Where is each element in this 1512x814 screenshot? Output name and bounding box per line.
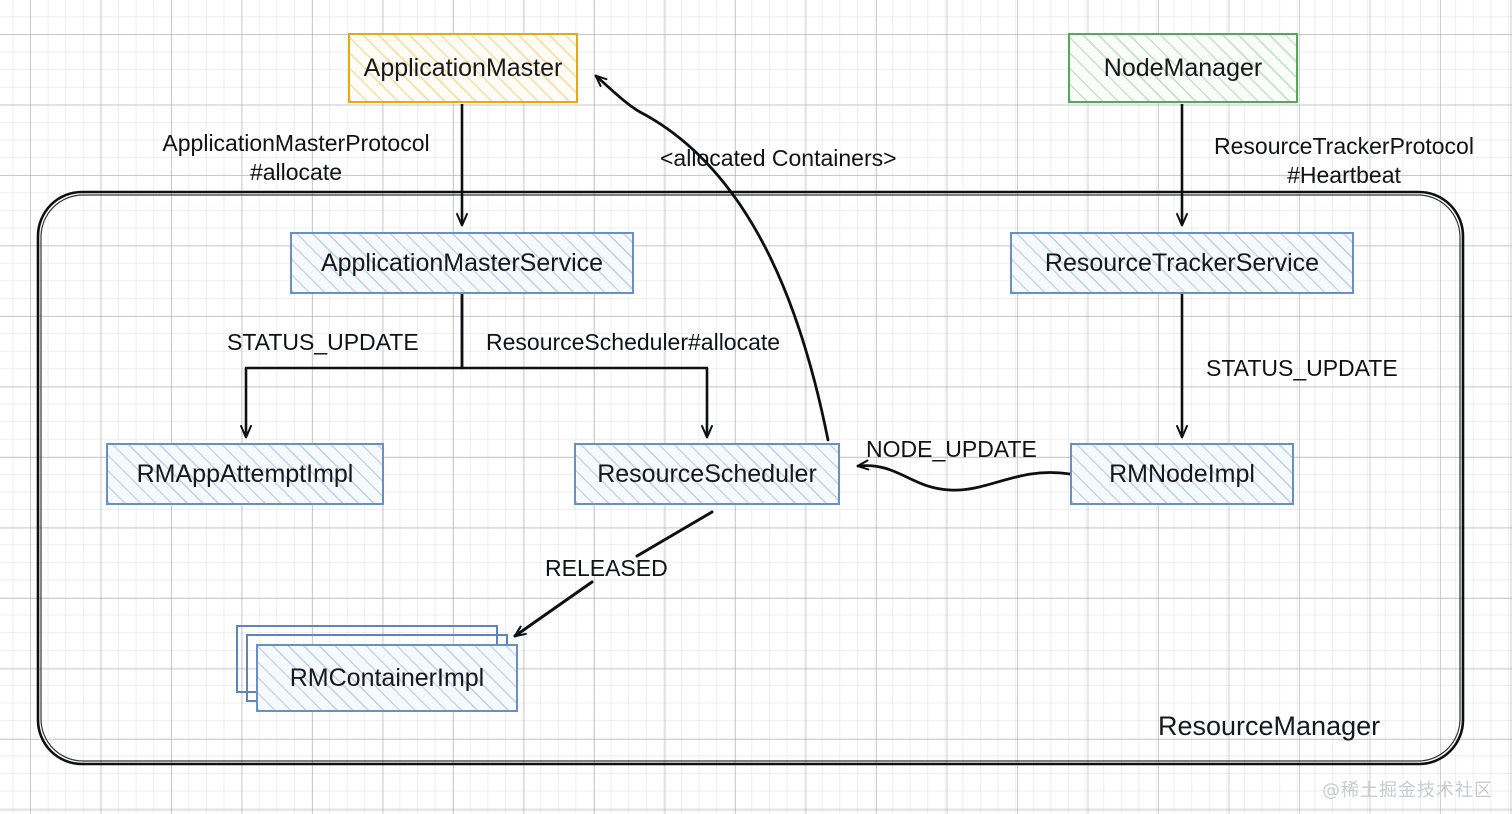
node-node-manager-label: NodeManager — [1103, 53, 1263, 82]
edge-label-rmnodeimpl-to-resourcescheduler: NODE_UPDATE — [866, 435, 1037, 464]
edge-label-rts-to-rmnodeimpl: STATUS_UPDATE — [1206, 354, 1398, 383]
node-rm-container-impl[interactable]: RMContainerImpl — [256, 644, 518, 712]
node-resource-tracker-service-label: ResourceTrackerService — [1044, 248, 1320, 277]
edge-label-am-to-ams-line1: ApplicationMasterProtocol — [162, 130, 430, 156]
edge-label-released: RELEASED — [545, 554, 668, 583]
node-application-master-label: ApplicationMaster — [363, 53, 563, 82]
node-resource-tracker-service[interactable]: ResourceTrackerService — [1010, 232, 1354, 294]
node-rm-app-attempt-impl[interactable]: RMAppAttemptImpl — [106, 443, 384, 505]
node-rm-app-attempt-impl-label: RMAppAttemptImpl — [136, 459, 354, 488]
edge-rmnodeimpl-to-resourcescheduler — [856, 459, 1072, 492]
node-node-manager[interactable]: NodeManager — [1068, 33, 1298, 103]
edge-label-status-update-right: STATUS_UPDATE — [1206, 355, 1398, 381]
node-resource-scheduler-label: ResourceScheduler — [597, 459, 817, 488]
edge-ams-to-rmappattemptimpl — [240, 293, 464, 439]
node-application-master-service-label: ApplicationMasterService — [320, 248, 604, 277]
resource-manager-label-text: ResourceManager — [1158, 711, 1381, 741]
edge-label-resourcescheduler-allocate: ResourceScheduler#allocate — [486, 329, 781, 355]
node-rm-container-impl-label: RMContainerImpl — [289, 663, 485, 692]
watermark-text: @稀土掘金技术社区 — [1322, 780, 1493, 801]
edge-label-status-update-left: STATUS_UPDATE — [227, 329, 419, 355]
edge-label-nm-to-rts-line1: ResourceTrackerProtocol — [1214, 133, 1474, 159]
edge-label-am-to-ams: ApplicationMasterProtocol #allocate — [152, 129, 440, 186]
edge-ams-to-resourcescheduler — [460, 293, 713, 439]
node-rm-node-impl-label: RMNodeImpl — [1109, 459, 1255, 488]
node-application-master-service[interactable]: ApplicationMasterService — [290, 232, 634, 294]
edge-label-allocated-containers: <allocated Containers> — [660, 144, 897, 173]
watermark: @稀土掘金技术社区 — [1322, 776, 1493, 802]
node-resource-scheduler[interactable]: ResourceScheduler — [574, 443, 840, 505]
edge-label-nm-to-rts: ResourceTrackerProtocol #Heartbeat — [1200, 132, 1488, 189]
edge-label-allocated-containers-text: <allocated Containers> — [660, 145, 897, 171]
node-rm-node-impl[interactable]: RMNodeImpl — [1070, 443, 1294, 505]
edge-label-node-update: NODE_UPDATE — [866, 436, 1037, 462]
edge-label-nm-to-rts-line2: #Heartbeat — [1287, 161, 1401, 188]
edge-label-released-text: RELEASED — [545, 555, 668, 581]
edge-label-am-to-ams-line2: #allocate — [249, 158, 343, 185]
node-application-master[interactable]: ApplicationMaster — [348, 33, 578, 103]
edge-label-ams-to-resourcescheduler: ResourceScheduler#allocate — [486, 328, 780, 357]
resource-manager-label: ResourceManager — [1158, 711, 1380, 742]
edge-label-ams-to-rmappattemptimpl: STATUS_UPDATE — [227, 328, 419, 357]
